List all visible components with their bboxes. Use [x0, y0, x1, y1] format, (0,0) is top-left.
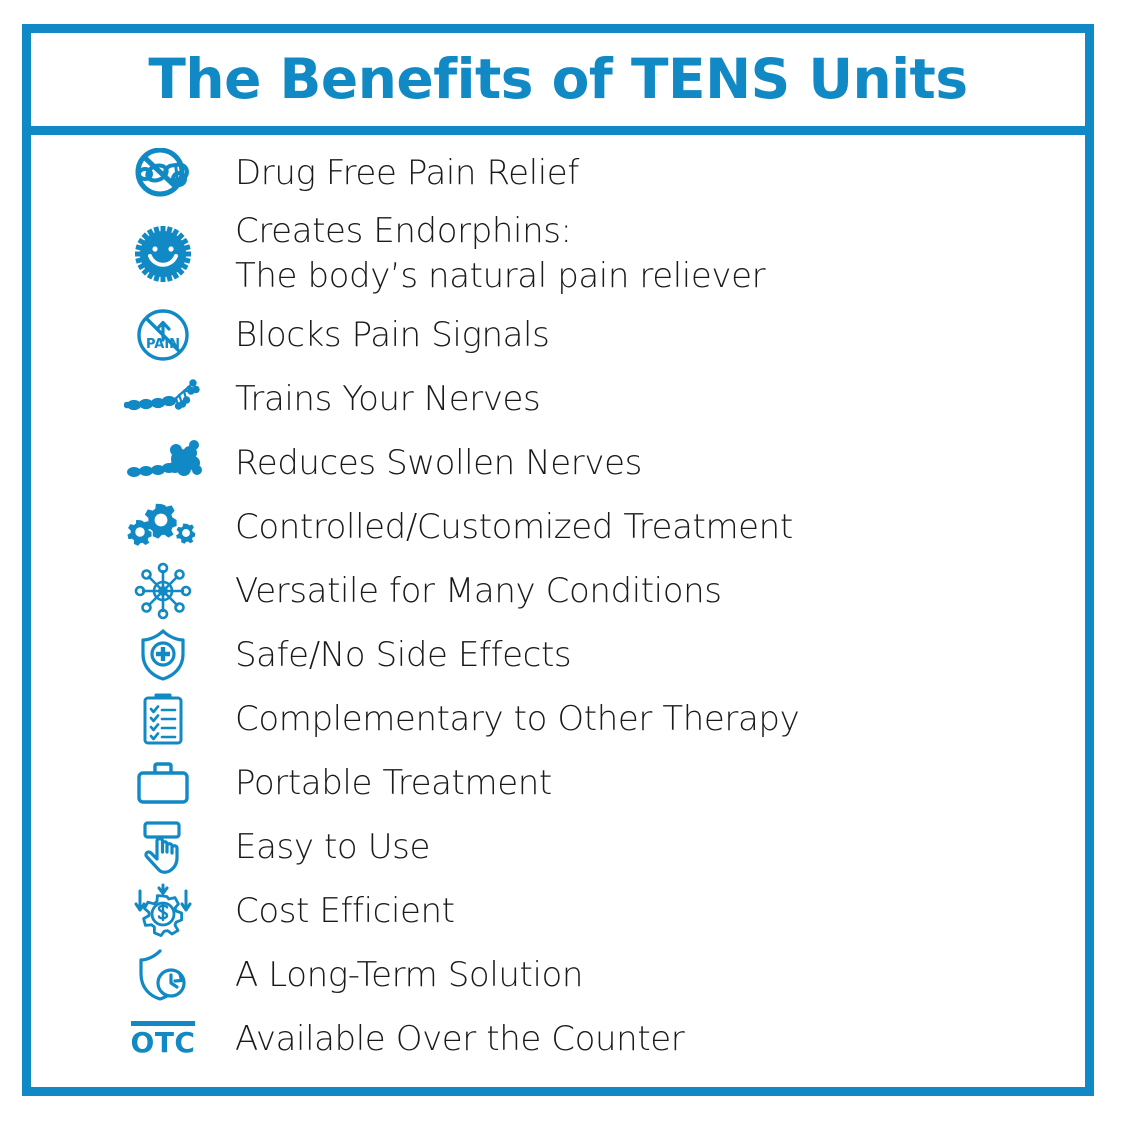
- no-pain-sign-icon: PAIN: [115, 303, 211, 367]
- otc-text-icon: OTC: [115, 1007, 211, 1071]
- clipboard-checklist-icon: [115, 687, 211, 751]
- infographic-frame: The Benefits of TENS Units: [22, 24, 1094, 1096]
- nerve-cell-icon: [115, 367, 211, 431]
- list-item-label: Versatile for Many Conditions: [235, 570, 722, 611]
- list-item-label: Trains Your Nerves: [235, 378, 541, 419]
- list-item: A Long-Term Solution: [31, 943, 1085, 1007]
- medical-shield-icon: [115, 623, 211, 687]
- list-item: Trains Your Nerves: [31, 367, 1085, 431]
- list-item: Controlled/Customized Treatment: [31, 495, 1085, 559]
- endorphin-smiley-sun-icon: [115, 205, 211, 303]
- hand-press-button-icon: [115, 815, 211, 879]
- list-item-label: Cost Efficient: [235, 890, 455, 931]
- gears-icon: [115, 495, 211, 559]
- list-item-label: Easy to Use: [235, 826, 431, 867]
- list-item-label: A Long-Term Solution: [235, 954, 584, 995]
- benefits-list: Drug Free Pain Relief: [31, 135, 1085, 1087]
- list-item: Versatile for Many Conditions: [31, 559, 1085, 623]
- otc-label: OTC: [130, 1020, 196, 1057]
- list-item-label: Complementary to Other Therapy: [235, 698, 800, 739]
- list-item-label: Reduces Swollen Nerves: [235, 442, 642, 483]
- network-hub-icon: [115, 559, 211, 623]
- list-item-label: Controlled/Customized Treatment: [235, 506, 793, 547]
- list-item: Easy to Use: [31, 815, 1085, 879]
- list-item: Complementary to Other Therapy: [31, 687, 1085, 751]
- list-item: Portable Treatment: [31, 751, 1085, 815]
- shield-clock-icon: [115, 943, 211, 1007]
- briefcase-icon: [115, 751, 211, 815]
- list-item: Reduces Swollen Nerves: [31, 431, 1085, 495]
- no-pills-icon: [115, 141, 211, 205]
- list-item-label: Drug Free Pain Relief: [235, 152, 579, 193]
- list-item: Safe/No Side Effects: [31, 623, 1085, 687]
- list-item: Drug Free Pain Relief: [31, 141, 1085, 205]
- list-item-label: Safe/No Side Effects: [235, 634, 572, 675]
- list-item: Creates Endorphins: The body’s natural p…: [31, 205, 1085, 303]
- list-item-label: Creates Endorphins: The body’s natural p…: [235, 211, 766, 296]
- swollen-nerve-icon: [115, 431, 211, 495]
- svg-text:PAIN: PAIN: [146, 337, 180, 352]
- list-item-label: Portable Treatment: [235, 762, 552, 803]
- list-item-label: Blocks Pain Signals: [235, 314, 550, 355]
- page-title: The Benefits of TENS Units: [148, 47, 968, 111]
- list-item: OTC Available Over the Counter: [31, 1007, 1085, 1071]
- title-band: The Benefits of TENS Units: [31, 33, 1085, 135]
- cost-gear-dollar-icon: [115, 879, 211, 943]
- list-item-label: Available Over the Counter: [235, 1018, 685, 1059]
- list-item: Cost Efficient: [31, 879, 1085, 943]
- list-item: PAIN Blocks Pain Signals: [31, 303, 1085, 367]
